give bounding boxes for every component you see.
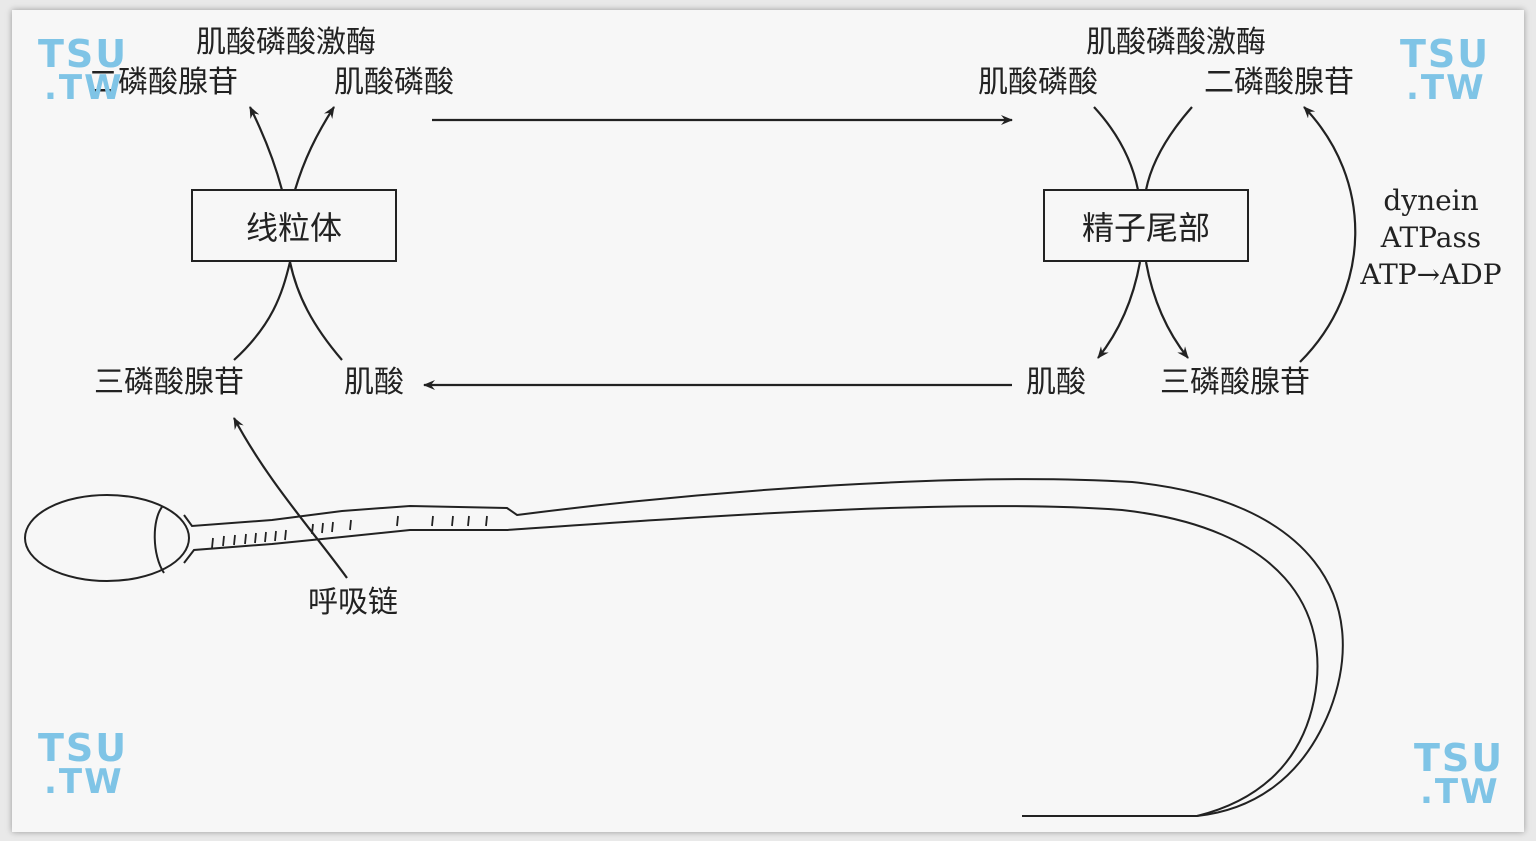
watermark-text: TSU — [1414, 736, 1505, 780]
watermark-text: .TW — [44, 762, 124, 803]
atp-adp-reaction-label: ATP→ADP — [1360, 258, 1502, 291]
mitochondria-label: 线粒体 — [245, 208, 342, 247]
arrow-atp-to-adp — [1299, 106, 1357, 363]
dynein-atpase-annotation: dynein ATPass ATP→ADP — [1352, 182, 1510, 293]
diagram-canvas: 肌酸磷酸激酶 二磷酸腺苷 肌酸磷酸 线粒体 三磷酸腺苷 肌酸 呼吸链 肌酸磷酸激… — [12, 10, 1524, 832]
atpase-label: ATPass — [1380, 221, 1482, 254]
creatine-label-left: 肌酸 — [344, 365, 404, 400]
sperm-tail-box: 精子尾部 — [1043, 189, 1249, 262]
sperm-illustration — [24, 478, 1344, 817]
line-adp-tail — [1144, 106, 1193, 191]
sperm-tail-label: 精子尾部 — [1081, 208, 1210, 247]
pcr-label-right: 肌酸磷酸 — [978, 65, 1098, 100]
line-atp-mito — [233, 261, 292, 361]
watermark-text: TSU — [38, 32, 129, 76]
creatine-label-right: 肌酸 — [1026, 365, 1086, 400]
atp-label-left: 三磷酸腺苷 — [94, 365, 244, 400]
enzyme-label-left: 肌酸磷酸激酶 — [196, 25, 376, 60]
midpiece-mitochondria — [211, 515, 488, 549]
watermark-top-left: TSU .TW — [38, 32, 129, 109]
adp-label-left: 二磷酸腺苷 — [88, 65, 238, 100]
line-cr-mito — [288, 261, 343, 361]
respiratory-chain-label: 呼吸链 — [308, 585, 398, 620]
enzyme-label-right: 肌酸磷酸激酶 — [1086, 25, 1266, 60]
watermark-bottom-left: TSU .TW — [38, 726, 129, 803]
watermark-text: .TW — [44, 68, 124, 109]
watermark-text: TSU — [38, 726, 129, 770]
arrow-mito-adp — [249, 106, 284, 191]
line-pcr-tail — [1093, 106, 1140, 191]
watermark-text: .TW — [1406, 68, 1486, 109]
watermark-top-right: TSU .TW — [1400, 32, 1491, 109]
arrow-tail-cr — [1097, 261, 1142, 359]
sperm-head — [24, 494, 190, 582]
arrow-mito-pcr — [293, 106, 335, 191]
arrow-tail-atp — [1144, 261, 1189, 359]
arrow-resp-chain — [233, 417, 348, 579]
dynein-label: dynein — [1383, 184, 1479, 217]
watermark-text: TSU — [1400, 32, 1491, 76]
watermark-text: .TW — [1420, 772, 1500, 813]
adp-label-right: 二磷酸腺苷 — [1204, 65, 1354, 100]
atp-label-right: 三磷酸腺苷 — [1160, 365, 1310, 400]
mitochondria-box: 线粒体 — [191, 189, 397, 262]
pcr-label-left: 肌酸磷酸 — [334, 65, 454, 100]
diagram-lines — [24, 106, 1357, 817]
watermark-bottom-right: TSU .TW — [1414, 736, 1505, 813]
sperm-midpiece — [183, 478, 1344, 817]
